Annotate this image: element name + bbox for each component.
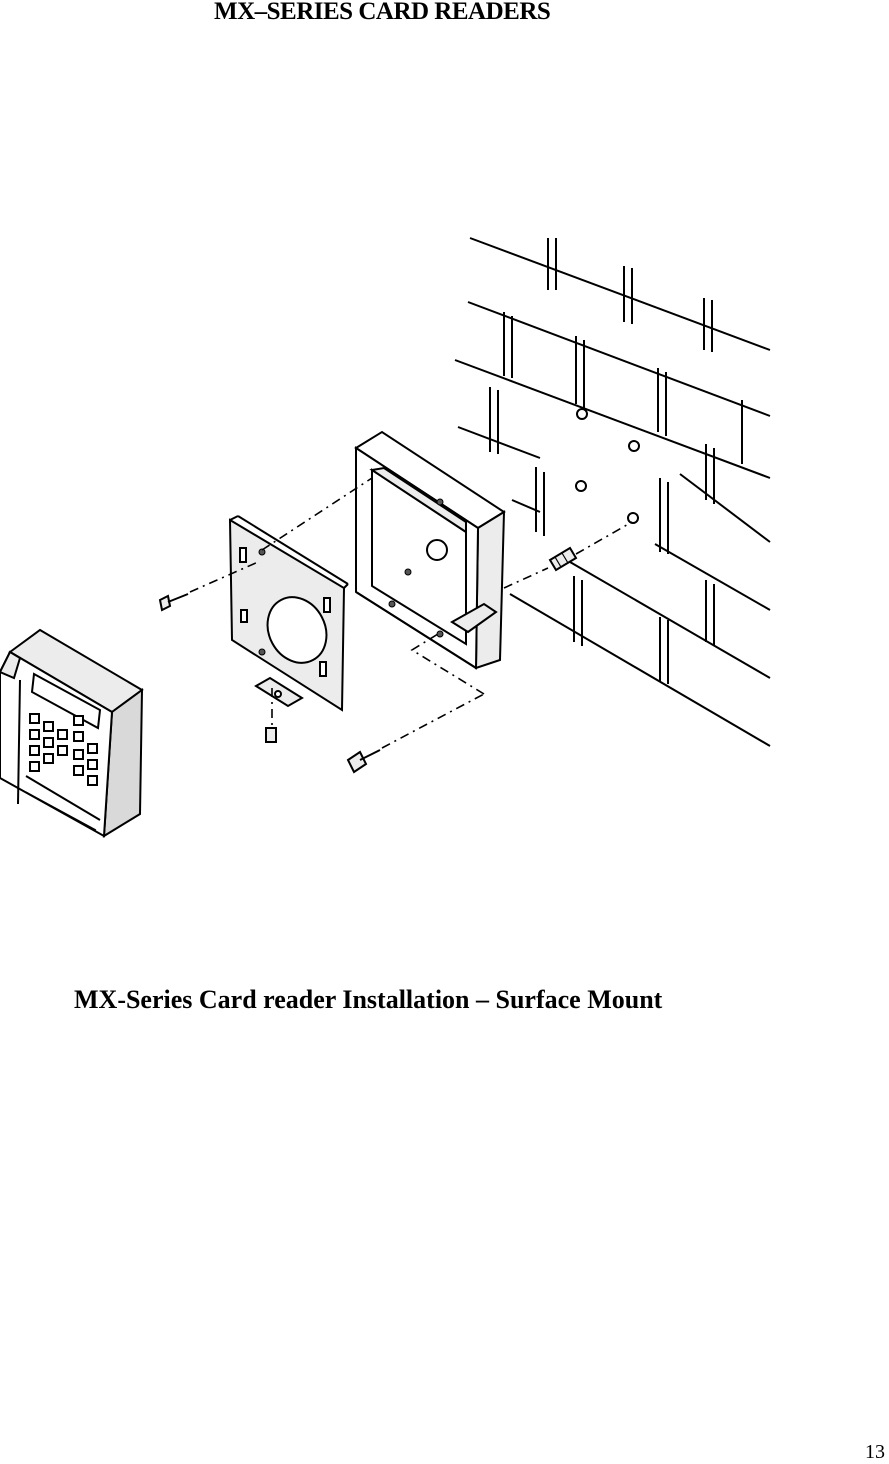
installation-diagram: [0, 236, 771, 838]
wall-anchor: [548, 546, 578, 572]
card-reader-unit: [0, 628, 144, 838]
figure-caption: MX-Series Card reader Installation – Sur…: [74, 985, 663, 1014]
surface-mount-box: [354, 430, 506, 670]
keypad: [29, 713, 98, 786]
screws-and-guides: [158, 477, 633, 774]
brick-wall: [454, 236, 771, 747]
mounting-plate: [228, 515, 349, 712]
page-number: 13: [865, 1441, 885, 1463]
page-header-title: MX–SERIES CARD READERS: [214, 0, 551, 25]
